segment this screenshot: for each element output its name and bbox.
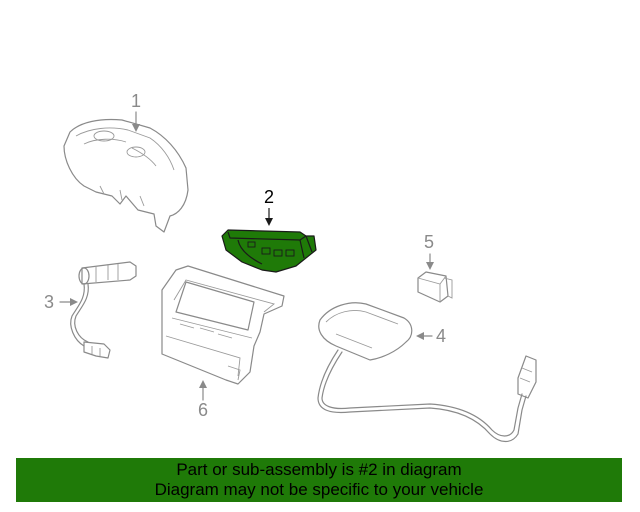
callout-3-label: 3 (44, 292, 54, 312)
callout-2-label: 2 (264, 187, 274, 207)
part-3-cable-sensor[interactable] (70, 261, 137, 359)
info-banner: Part or sub-assembly is #2 in diagram Di… (16, 458, 622, 502)
callout-5-label: 5 (424, 232, 434, 252)
callout-4: 4 (416, 326, 446, 346)
part-6-bracket[interactable] (161, 265, 285, 385)
callout-6: 6 (198, 380, 208, 420)
part-1-instrument-cluster[interactable] (63, 118, 189, 233)
callout-6-label: 6 (198, 400, 208, 420)
banner-line-2: Diagram may not be specific to your vehi… (154, 480, 484, 499)
callout-1-label: 1 (131, 91, 141, 111)
callout-5: 5 (424, 232, 434, 270)
callout-1: 1 (131, 91, 141, 132)
part-5-module[interactable] (417, 271, 453, 303)
callout-3: 3 (44, 292, 78, 312)
callout-4-label: 4 (436, 326, 446, 346)
part-4-airbag-module[interactable] (317, 302, 537, 443)
part-2-switch-module[interactable] (221, 229, 317, 273)
callout-2: 2 (264, 187, 274, 226)
banner-line-1: Part or sub-assembly is #2 in diagram (176, 460, 462, 479)
